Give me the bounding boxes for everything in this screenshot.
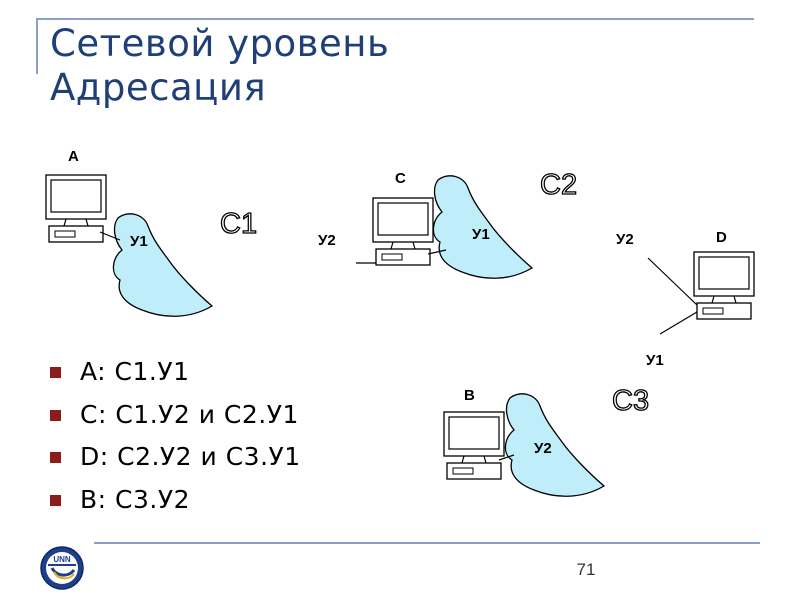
title-line-2: Адресация bbox=[50, 66, 267, 109]
page-number: 71 bbox=[576, 560, 596, 579]
address-list: A: С1.У1 C: С1.У2 и С2.У1 D: С2.У2 и С3.… bbox=[50, 357, 301, 527]
bullet-square-icon bbox=[50, 367, 61, 378]
port-c-u2-label: У2 bbox=[318, 232, 336, 249]
address-item: A: С1.У1 bbox=[50, 357, 301, 386]
port-d-u2-label: У2 bbox=[616, 231, 634, 248]
logo-text: UNN bbox=[53, 555, 71, 564]
address-item: B: С3.У2 bbox=[50, 485, 301, 514]
address-item: C: С1.У2 и С2.У1 bbox=[50, 400, 301, 429]
bottom-rule bbox=[94, 542, 760, 544]
link-b-c3 bbox=[498, 454, 515, 461]
university-logo-icon: UNN bbox=[40, 546, 84, 590]
title-line-1: Сетевой уровень bbox=[50, 22, 390, 65]
host-d-label: D bbox=[716, 229, 727, 246]
network-c1-label: С1 bbox=[220, 208, 257, 240]
computer-c-icon bbox=[372, 197, 434, 266]
slide-title: Сетевой уровень Адресация bbox=[50, 22, 389, 110]
computer-b-icon bbox=[443, 411, 505, 480]
network-c2-label: С2 bbox=[540, 169, 577, 201]
top-rule bbox=[36, 18, 754, 20]
cloud-net-c3 bbox=[504, 393, 605, 497]
bullet-square-icon bbox=[50, 409, 61, 421]
host-c-label: C bbox=[395, 170, 406, 187]
computer-d-icon bbox=[693, 251, 755, 320]
bullet-square-icon bbox=[50, 494, 61, 506]
port-c-u1-label: У1 bbox=[472, 226, 490, 243]
link-d-u2 bbox=[647, 257, 698, 306]
network-c3-label: С3 bbox=[612, 385, 649, 417]
host-a-label: A bbox=[68, 148, 79, 165]
computer-a-icon bbox=[45, 174, 107, 243]
port-a-u1-label: У1 bbox=[130, 233, 148, 250]
port-b-u2-label: У2 bbox=[534, 440, 552, 457]
link-a-c1 bbox=[99, 231, 121, 241]
address-item: D: С2.У2 и С3.У1 bbox=[50, 442, 301, 471]
address-item-text: A: С1.У1 bbox=[80, 357, 190, 386]
address-item-text: C: С1.У2 и С2.У1 bbox=[80, 399, 299, 429]
address-item-text: D: С2.У2 и С3.У1 bbox=[80, 442, 301, 471]
link-c-c2 bbox=[427, 249, 447, 255]
cloud-net-c1 bbox=[112, 213, 213, 317]
address-item-text: B: С3.У2 bbox=[80, 484, 190, 514]
port-d-u1-label: У1 bbox=[646, 352, 664, 369]
bullet-square-icon bbox=[50, 452, 61, 463]
left-rule bbox=[36, 18, 38, 74]
link-d-u1 bbox=[659, 311, 698, 335]
host-b-label: B bbox=[464, 387, 475, 404]
